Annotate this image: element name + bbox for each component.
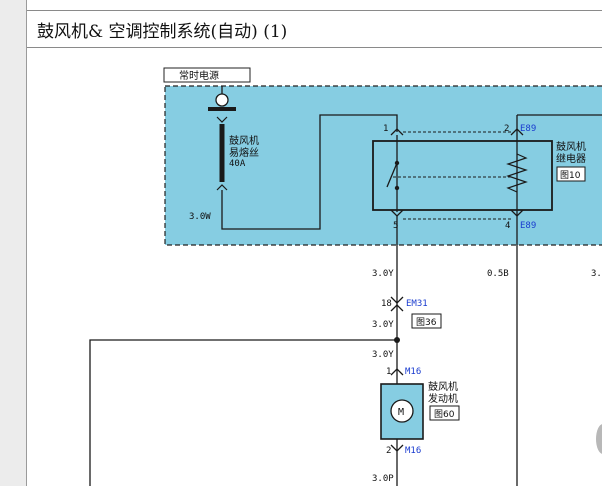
- motor-ref[interactable]: 图60: [434, 409, 455, 420]
- em31-ref[interactable]: 图36: [416, 317, 437, 328]
- power-label-box: [163, 67, 251, 83]
- wire-label-3-0p: 3.0P: [372, 474, 394, 484]
- power-label: 常时电源: [179, 69, 219, 82]
- motor-label-2: 发动机: [428, 392, 458, 405]
- pin-5-label: 5: [393, 221, 398, 231]
- connector-em31: EM31: [406, 299, 428, 309]
- em31-chevron-down: [390, 296, 404, 304]
- connector-m16-top: M16: [405, 367, 421, 377]
- pin-1-chevron: [390, 128, 404, 136]
- motor-pin-2: 2: [386, 446, 391, 456]
- motor-pin-1: 1: [386, 367, 391, 377]
- switch-contact-bottom: [394, 185, 400, 191]
- m16-bottom-chevron: [390, 444, 404, 452]
- switch-arm: [386, 162, 398, 188]
- wire-branch-left: [89, 339, 397, 486]
- pin-4-chevron: [510, 209, 524, 217]
- fuse-label-1: 鼓风机: [229, 134, 259, 147]
- module-panel: [164, 85, 602, 246]
- fuse-label-2: 易熔丝: [229, 146, 259, 159]
- motor-symbol: M: [398, 407, 404, 418]
- fuse-top-bar: [208, 107, 236, 111]
- wire-label-3-0y-b: 3.0Y: [372, 320, 394, 330]
- pin-1-label: 1: [383, 124, 388, 134]
- relay-ref-box[interactable]: [556, 166, 586, 182]
- wire-label-3-edge: 3.: [591, 269, 602, 279]
- wire-label-0-5b: 0.5B: [487, 269, 509, 279]
- fuse-terminal: [215, 93, 229, 107]
- motor-label-1: 鼓风机: [428, 380, 458, 393]
- fuse-rating: 40A: [229, 159, 246, 169]
- wire-fuse-to-relay: [221, 114, 398, 230]
- connector-pin-18: 18: [381, 299, 392, 309]
- connector-m16-bottom: M16: [405, 446, 421, 456]
- diagram-page: 鼓风机& 空调控制系统(自动) (1) 常时电源 鼓风机 易熔丝 40A 3.0…: [26, 0, 602, 486]
- wiring-diagram: 常时电源 鼓风机 易熔丝 40A 3.0W 1 5 2 E89: [89, 67, 602, 486]
- scroll-handle[interactable]: [596, 424, 602, 454]
- relay-label-2: 继电器: [556, 152, 586, 165]
- title-bar: 鼓风机& 空调控制系统(自动) (1): [27, 10, 602, 48]
- motor-ref-box[interactable]: [429, 405, 460, 421]
- pin-4-label: 4: [505, 221, 510, 231]
- fuse-top-chevron: [216, 116, 228, 123]
- em31-ref-box[interactable]: [411, 313, 442, 329]
- pin-2-label: 2: [504, 124, 509, 134]
- relay-box: [372, 140, 553, 211]
- relay-ref[interactable]: 图10: [560, 170, 581, 181]
- wire-label-3-0y-a: 3.0Y: [372, 269, 394, 279]
- motor-symbol-circle: [390, 399, 414, 423]
- connector-e89-top: E89: [520, 124, 536, 134]
- em31-chevron-up: [390, 304, 404, 312]
- fuse-bottom-chevron: [216, 184, 228, 191]
- page-title: 鼓风机& 空调控制系统(自动) (1): [37, 22, 288, 42]
- m16-top-chevron: [390, 368, 404, 376]
- wire-label-3-0y-c: 3.0Y: [372, 350, 394, 360]
- wire-label-3-0w: 3.0W: [189, 212, 211, 222]
- relay-label-1: 鼓风机: [556, 140, 586, 153]
- connector-e89-bottom: E89: [520, 221, 536, 231]
- relay-coil: [506, 153, 528, 193]
